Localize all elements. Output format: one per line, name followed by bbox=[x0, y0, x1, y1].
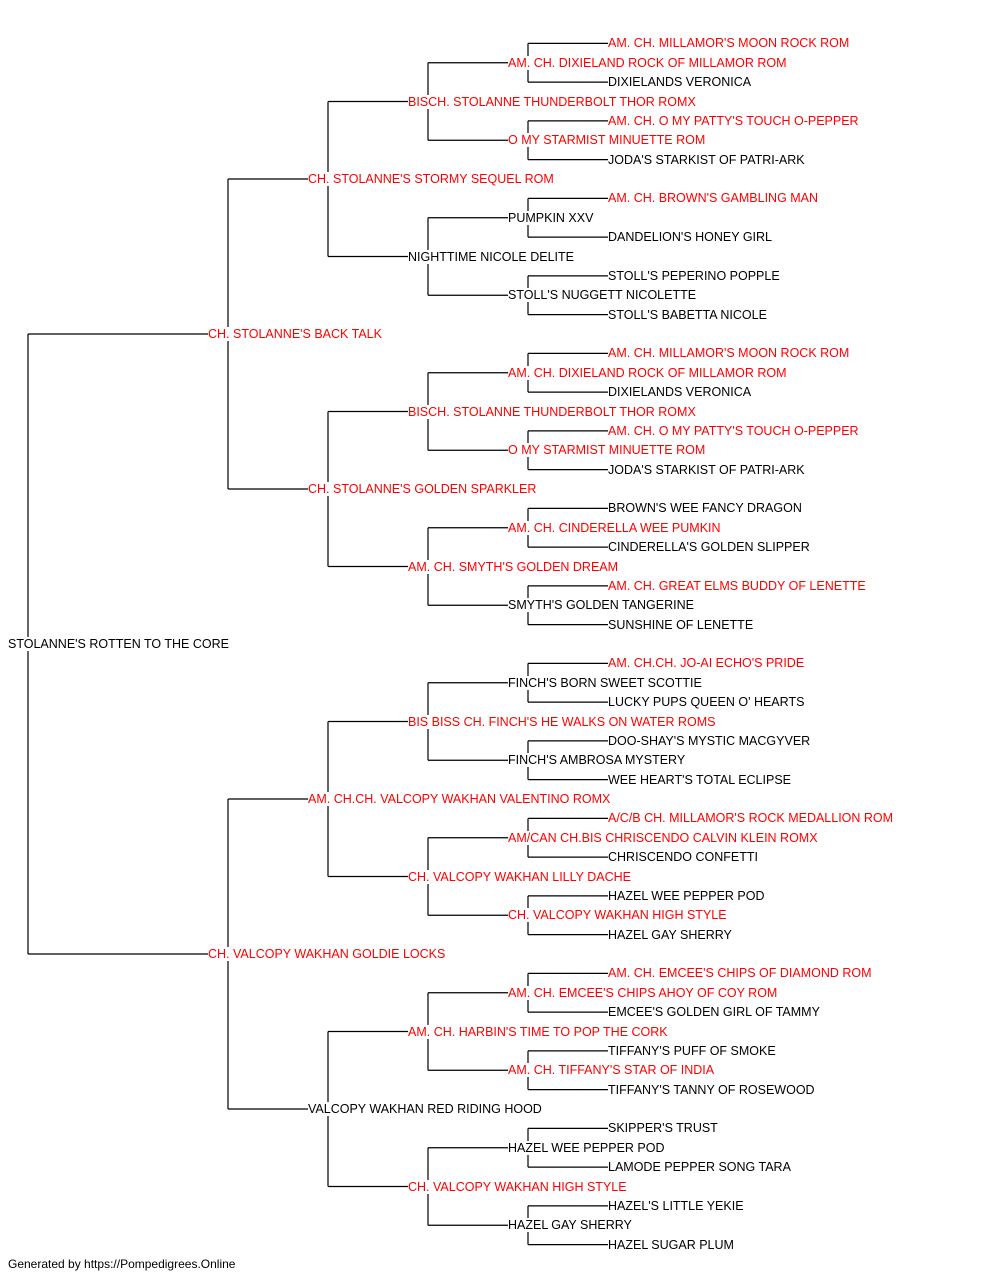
ancestor-name: AM. CH. O MY PATTY'S TOUCH O-PEPPER bbox=[608, 113, 861, 128]
ancestor-name: LAMODE PEPPER SONG TARA bbox=[608, 1160, 793, 1175]
ancestor-name: AM/CAN CH.BIS CHRISCENDO CALVIN KLEIN RO… bbox=[508, 830, 820, 845]
ancestor-name: JODA'S STARKIST OF PATRI-ARK bbox=[608, 152, 807, 167]
ancestor-name: BROWN'S WEE FANCY DRAGON bbox=[608, 501, 804, 516]
ancestor-name: CHRISCENDO CONFETTI bbox=[608, 850, 760, 865]
ancestor-name: AM. CH. O MY PATTY'S TOUCH O-PEPPER bbox=[608, 423, 861, 438]
ancestor-name: AM. CH. EMCEE'S CHIPS AHOY OF COY ROM bbox=[508, 985, 780, 1000]
ancestor-name: O MY STARMIST MINUETTE ROM bbox=[508, 443, 708, 458]
ancestor-name: NIGHTTIME NICOLE DELITE bbox=[408, 249, 576, 264]
generated-by-footer: Generated by https://Pompedigrees.Online bbox=[8, 1257, 236, 1271]
ancestor-name: HAZEL SUGAR PLUM bbox=[608, 1237, 736, 1252]
subject-dog-name: STOLANNE'S ROTTEN TO THE CORE bbox=[8, 637, 231, 651]
ancestor-name: HAZEL GAY SHERRY bbox=[608, 927, 734, 942]
ancestor-name: AM. CH.CH. VALCOPY WAKHAN VALENTINO ROMX bbox=[308, 792, 613, 806]
ancestor-name: EMCEE'S GOLDEN GIRL OF TAMMY bbox=[608, 1005, 822, 1020]
ancestor-name: AM. CH. MILLAMOR'S MOON ROCK ROM bbox=[608, 346, 852, 361]
ancestor-name: DANDELION'S HONEY GIRL bbox=[608, 230, 775, 245]
ancestor-name: AM. CH. DIXIELAND ROCK OF MILLAMOR ROM bbox=[508, 55, 789, 70]
ancestor-name: TIFFANY'S PUFF OF SMOKE bbox=[608, 1043, 778, 1058]
ancestor-name: AM. CH. MILLAMOR'S MOON ROCK ROM bbox=[608, 36, 852, 51]
ancestor-name: CH. STOLANNE'S STORMY SEQUEL ROM bbox=[308, 172, 556, 186]
ancestor-name: TIFFANY'S TANNY OF ROSEWOOD bbox=[608, 1082, 817, 1097]
ancestor-name: CH. STOLANNE'S BACK TALK bbox=[208, 327, 384, 341]
ancestor-name: HAZEL'S LITTLE YEKIE bbox=[608, 1198, 746, 1213]
ancestor-name: CH. VALCOPY WAKHAN HIGH STYLE bbox=[508, 908, 729, 923]
ancestor-name: VALCOPY WAKHAN RED RIDING HOOD bbox=[308, 1102, 544, 1116]
ancestor-name: HAZEL WEE PEPPER POD bbox=[608, 888, 767, 903]
ancestor-name: STOLL'S NUGGETT NICOLETTE bbox=[508, 288, 699, 303]
ancestor-name: DIXIELANDS VERONICA bbox=[608, 385, 754, 400]
ancestor-name: AM. CH. HARBIN'S TIME TO POP THE CORK bbox=[408, 1024, 670, 1039]
ancestor-name: CH. VALCOPY WAKHAN HIGH STYLE bbox=[408, 1179, 629, 1194]
ancestor-name: AM. CH. SMYTH'S GOLDEN DREAM bbox=[408, 559, 621, 574]
ancestor-name: CH. VALCOPY WAKHAN GOLDIE LOCKS bbox=[208, 947, 448, 961]
ancestor-name: A/C/B CH. MILLAMOR'S ROCK MEDALLION ROM bbox=[608, 811, 896, 826]
ancestor-name: BISCH. STOLANNE THUNDERBOLT THOR ROMX bbox=[408, 404, 698, 419]
ancestor-name: BISCH. STOLANNE THUNDERBOLT THOR ROMX bbox=[408, 94, 698, 109]
ancestor-name: AM. CH. BROWN'S GAMBLING MAN bbox=[608, 191, 821, 206]
ancestor-name: STOLL'S BABETTA NICOLE bbox=[608, 307, 769, 322]
ancestor-name: AM. CH. CINDERELLA WEE PUMKIN bbox=[508, 520, 723, 535]
ancestor-name: STOLL'S PEPERINO POPPLE bbox=[608, 268, 782, 283]
ancestor-name: PUMPKIN XXV bbox=[508, 210, 596, 225]
ancestor-name: HAZEL WEE PEPPER POD bbox=[508, 1140, 667, 1155]
ancestor-name: AM. CH.CH. JO-AI ECHO'S PRIDE bbox=[608, 656, 807, 671]
ancestor-name: CH. STOLANNE'S GOLDEN SPARKLER bbox=[308, 482, 539, 496]
ancestor-name: AM. CH. TIFFANY'S STAR OF INDIA bbox=[508, 1063, 717, 1078]
ancestor-name: CINDERELLA'S GOLDEN SLIPPER bbox=[608, 540, 812, 555]
ancestor-name: HAZEL GAY SHERRY bbox=[508, 1218, 634, 1233]
ancestor-name: LUCKY PUPS QUEEN O' HEARTS bbox=[608, 695, 807, 710]
ancestor-name: WEE HEART'S TOTAL ECLIPSE bbox=[608, 772, 793, 787]
ancestor-name: AM. CH. DIXIELAND ROCK OF MILLAMOR ROM bbox=[508, 365, 789, 380]
ancestor-name: BIS BISS CH. FINCH'S HE WALKS ON WATER R… bbox=[408, 714, 718, 729]
ancestor-name: JODA'S STARKIST OF PATRI-ARK bbox=[608, 462, 807, 477]
ancestor-name: CH. VALCOPY WAKHAN LILLY DACHE bbox=[408, 869, 633, 884]
ancestor-name: SUNSHINE OF LENETTE bbox=[608, 617, 756, 632]
ancestor-name: FINCH'S BORN SWEET SCOTTIE bbox=[508, 675, 704, 690]
ancestor-name: DIXIELANDS VERONICA bbox=[608, 75, 754, 90]
ancestor-name: SKIPPER'S TRUST bbox=[608, 1121, 720, 1136]
ancestor-name: FINCH'S AMBROSA MYSTERY bbox=[508, 753, 688, 768]
ancestor-name: SMYTH'S GOLDEN TANGERINE bbox=[508, 598, 696, 613]
ancestor-name: O MY STARMIST MINUETTE ROM bbox=[508, 133, 708, 148]
ancestor-name: AM. CH. GREAT ELMS BUDDY OF LENETTE bbox=[608, 578, 868, 593]
ancestor-name: AM. CH. EMCEE'S CHIPS OF DIAMOND ROM bbox=[608, 966, 874, 981]
ancestor-name: DOO-SHAY'S MYSTIC MACGYVER bbox=[608, 733, 813, 748]
